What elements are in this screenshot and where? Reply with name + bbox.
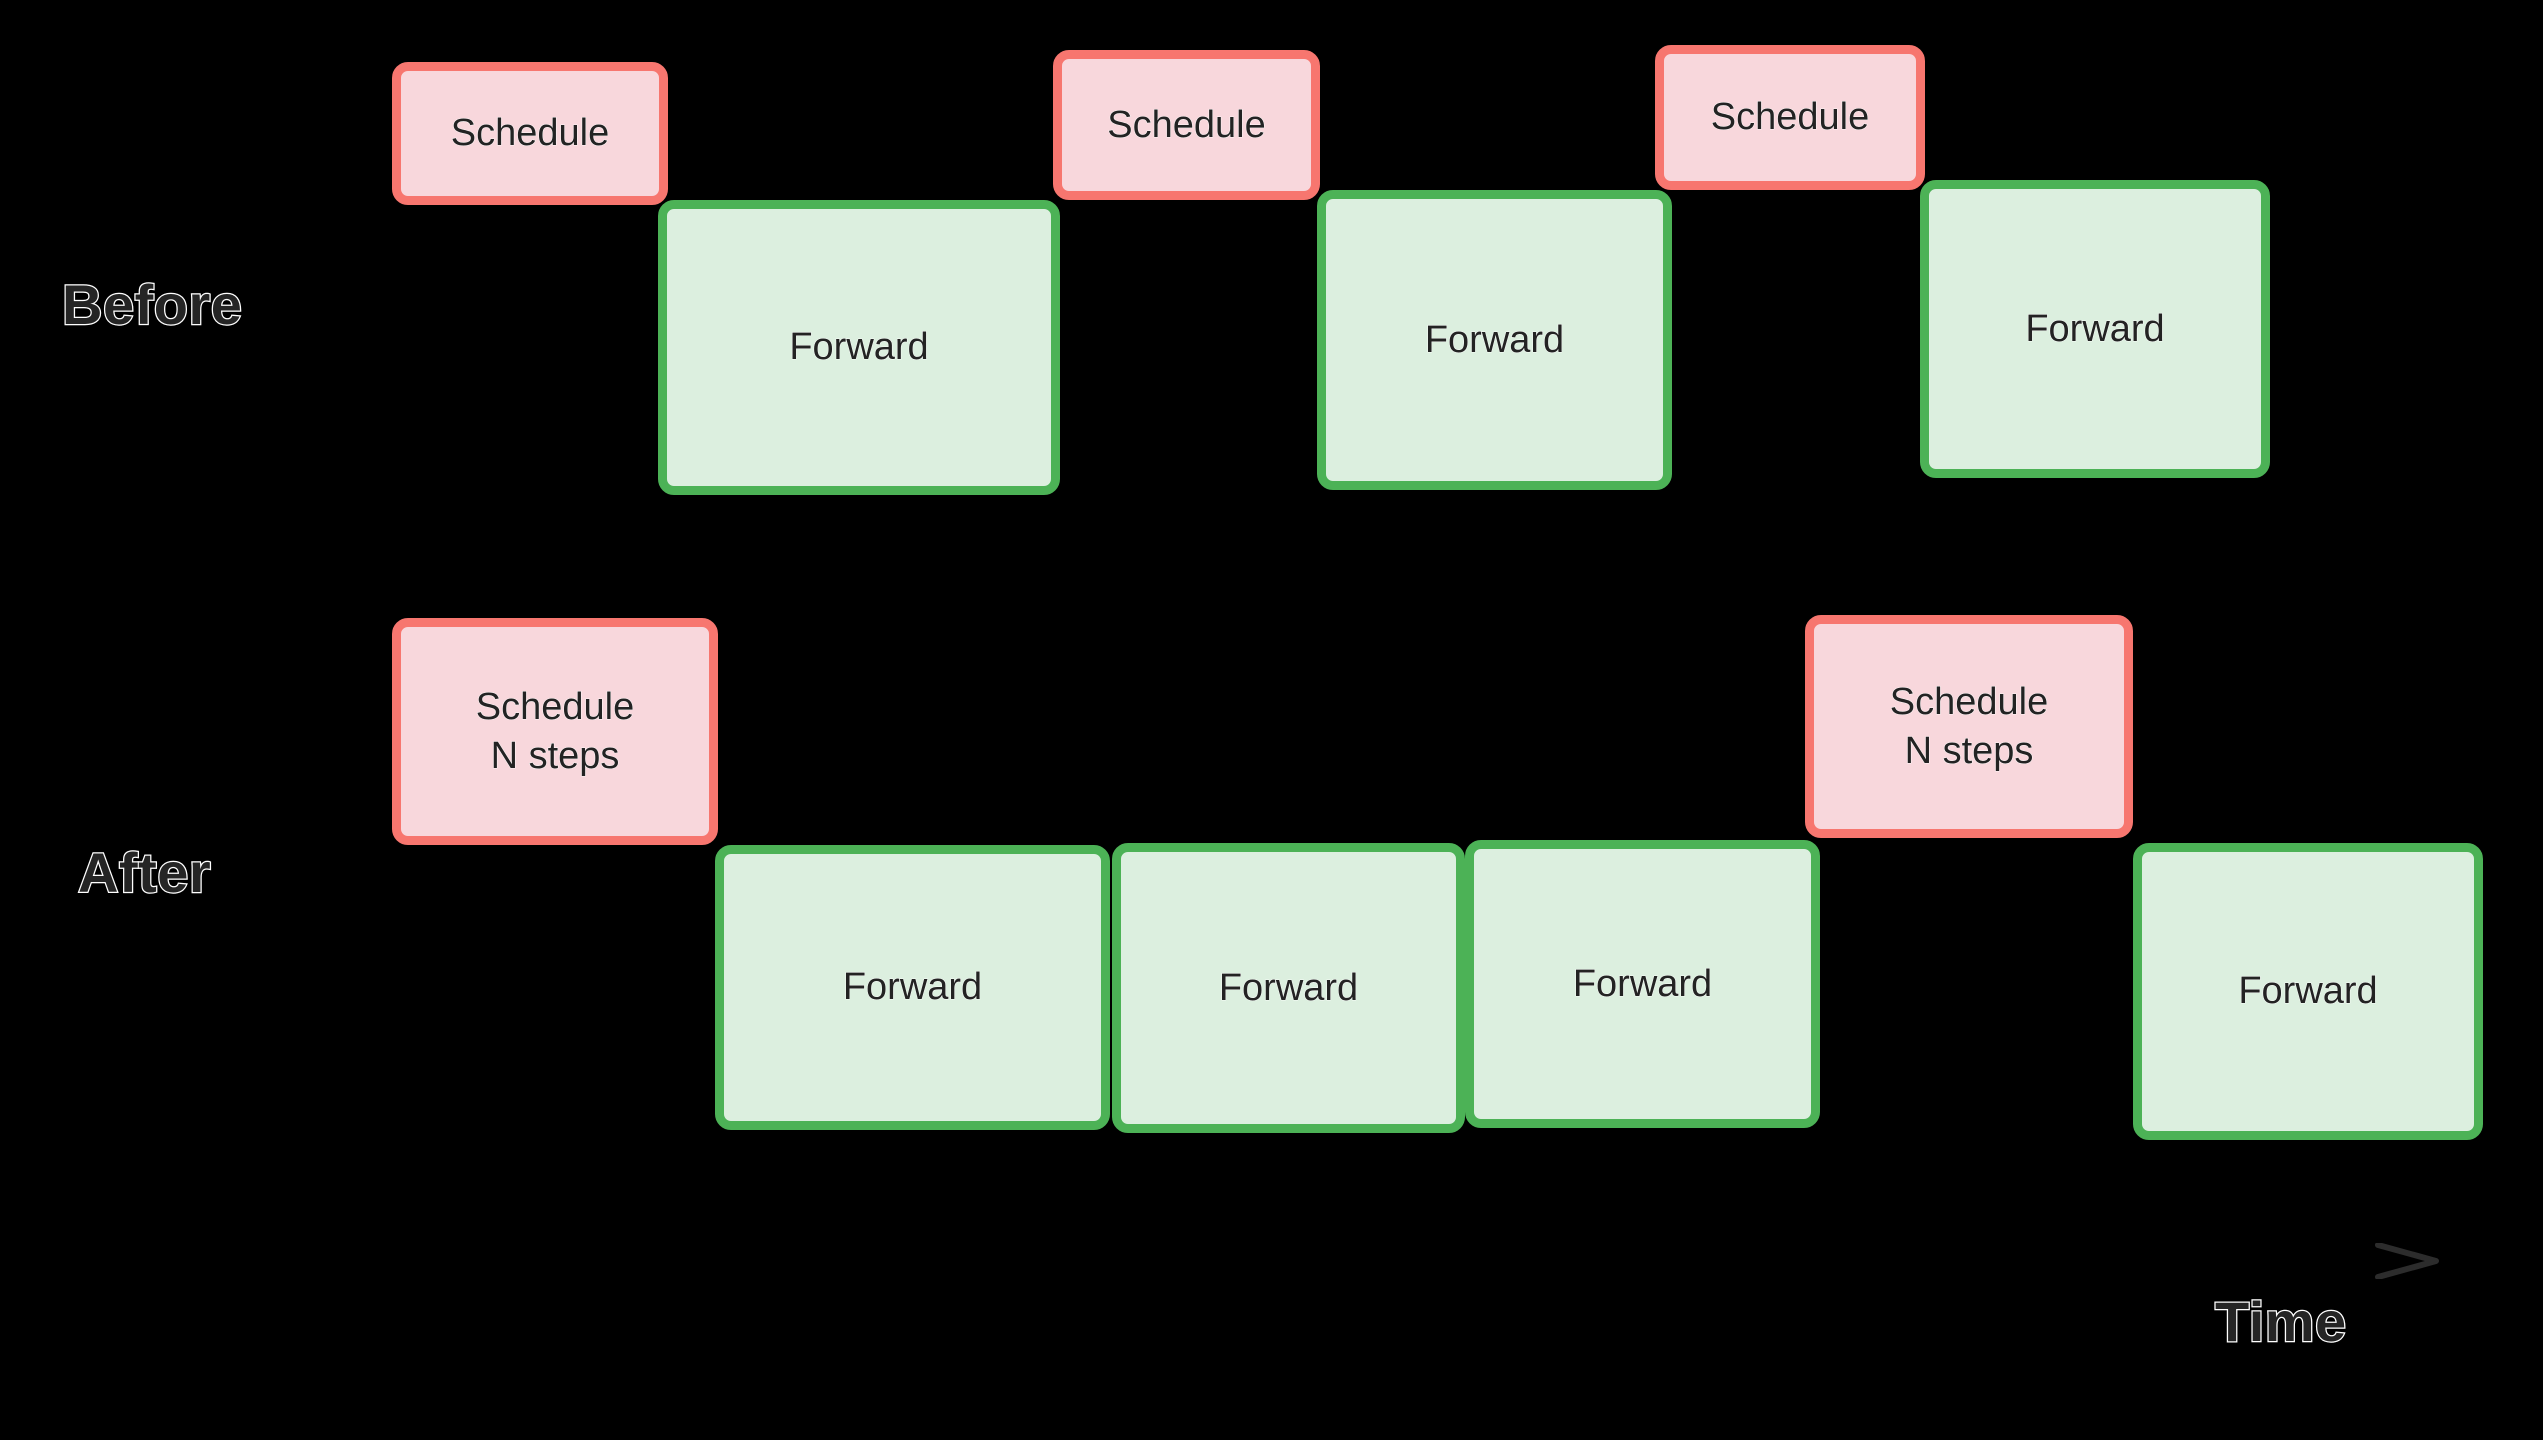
forward-block[interactable]: Forward bbox=[1920, 180, 2270, 478]
forward-block[interactable]: Forward bbox=[1112, 843, 1465, 1133]
forward-block[interactable]: Forward bbox=[658, 200, 1060, 495]
forward-block[interactable]: Forward bbox=[1317, 190, 1672, 490]
row-label-before: Before bbox=[61, 273, 243, 336]
forward-block-label: Forward bbox=[1424, 318, 1565, 361]
schedule-block-label: Schedule bbox=[1107, 103, 1266, 146]
schedule-block[interactable]: Schedule N steps bbox=[1805, 615, 2133, 838]
schedule-block-label: Schedule bbox=[1710, 96, 1870, 139]
schedule-block-label: Schedule N steps bbox=[1889, 680, 2049, 772]
schedule-block[interactable]: Schedule N steps bbox=[392, 618, 718, 845]
schedule-block-label: Schedule N steps bbox=[475, 685, 635, 777]
forward-block[interactable]: Forward bbox=[1465, 840, 1820, 1128]
forward-block-label: Forward bbox=[842, 966, 983, 1009]
time-axis-arrow bbox=[380, 1243, 2439, 1279]
schedule-block[interactable]: Schedule bbox=[1053, 50, 1320, 200]
schedule-block-label: Schedule bbox=[450, 112, 610, 155]
forward-block-label: Forward bbox=[789, 326, 929, 369]
forward-block[interactable]: Forward bbox=[715, 845, 1110, 1130]
forward-block-label: Forward bbox=[2238, 970, 2378, 1013]
time-axis-label: Time bbox=[2214, 1290, 2348, 1353]
forward-block-label: Forward bbox=[1572, 962, 1713, 1005]
forward-block[interactable]: Forward bbox=[2133, 843, 2483, 1140]
schedule-block[interactable]: Schedule bbox=[1655, 45, 1925, 190]
schedule-block[interactable]: Schedule bbox=[392, 62, 668, 205]
forward-block-label: Forward bbox=[2025, 307, 2165, 350]
forward-block-label: Forward bbox=[1218, 966, 1359, 1009]
row-label-after: After bbox=[77, 841, 212, 904]
